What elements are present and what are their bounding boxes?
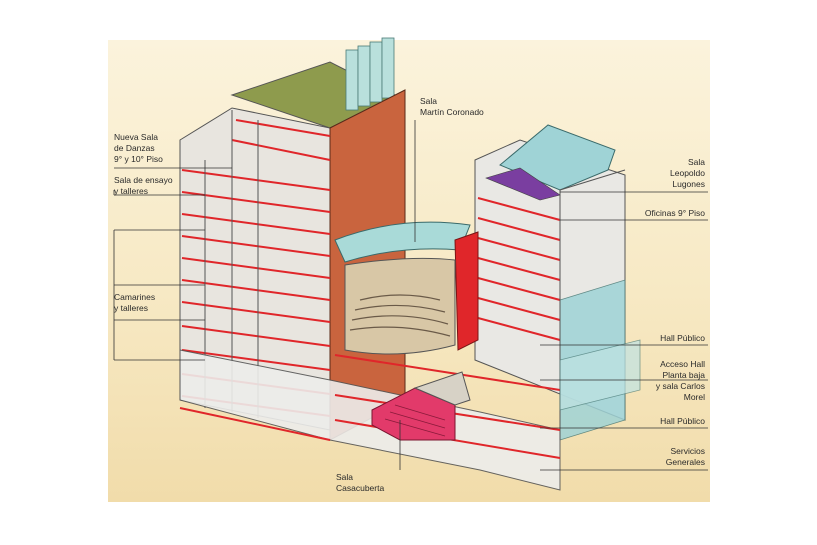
label-sala-ensayo: Sala de ensayo y talleres <box>114 175 173 196</box>
label-acceso-hall: Acceso Hall Planta baja y sala Carlos Mo… <box>655 359 705 402</box>
label-sala-casacuberta: Sala Casacuberta <box>336 472 385 493</box>
label-servicios-generales: Servicios Generales <box>665 446 705 467</box>
left-tower-floors <box>181 119 331 417</box>
leader-lines <box>113 120 708 471</box>
coronado-hall <box>344 257 456 355</box>
label-camarines: Camarines y talleres <box>114 292 156 313</box>
label-oficinas: Oficinas 9° Piso <box>644 208 705 218</box>
casacuberta-shell <box>413 371 471 406</box>
label-sala-martin-coronado: Sala Martín Coronado <box>420 96 484 117</box>
label-hall-publico-1: Hall Público <box>660 333 705 343</box>
rooftop-tanks <box>345 37 395 111</box>
label-sala-leopoldo-lugones: Sala Leopoldo Lugones <box>670 157 705 189</box>
right-tower-floors <box>477 197 561 341</box>
label-nueva-sala-danzas: Nueva Sala de Danzas 9° y 10° Piso <box>114 132 163 164</box>
casacuberta-seats <box>384 404 446 437</box>
hall-glass <box>559 339 641 411</box>
stage-red-block <box>454 231 479 351</box>
label-hall-publico-2: Hall Público <box>660 416 705 426</box>
coronado-seats <box>349 294 451 337</box>
